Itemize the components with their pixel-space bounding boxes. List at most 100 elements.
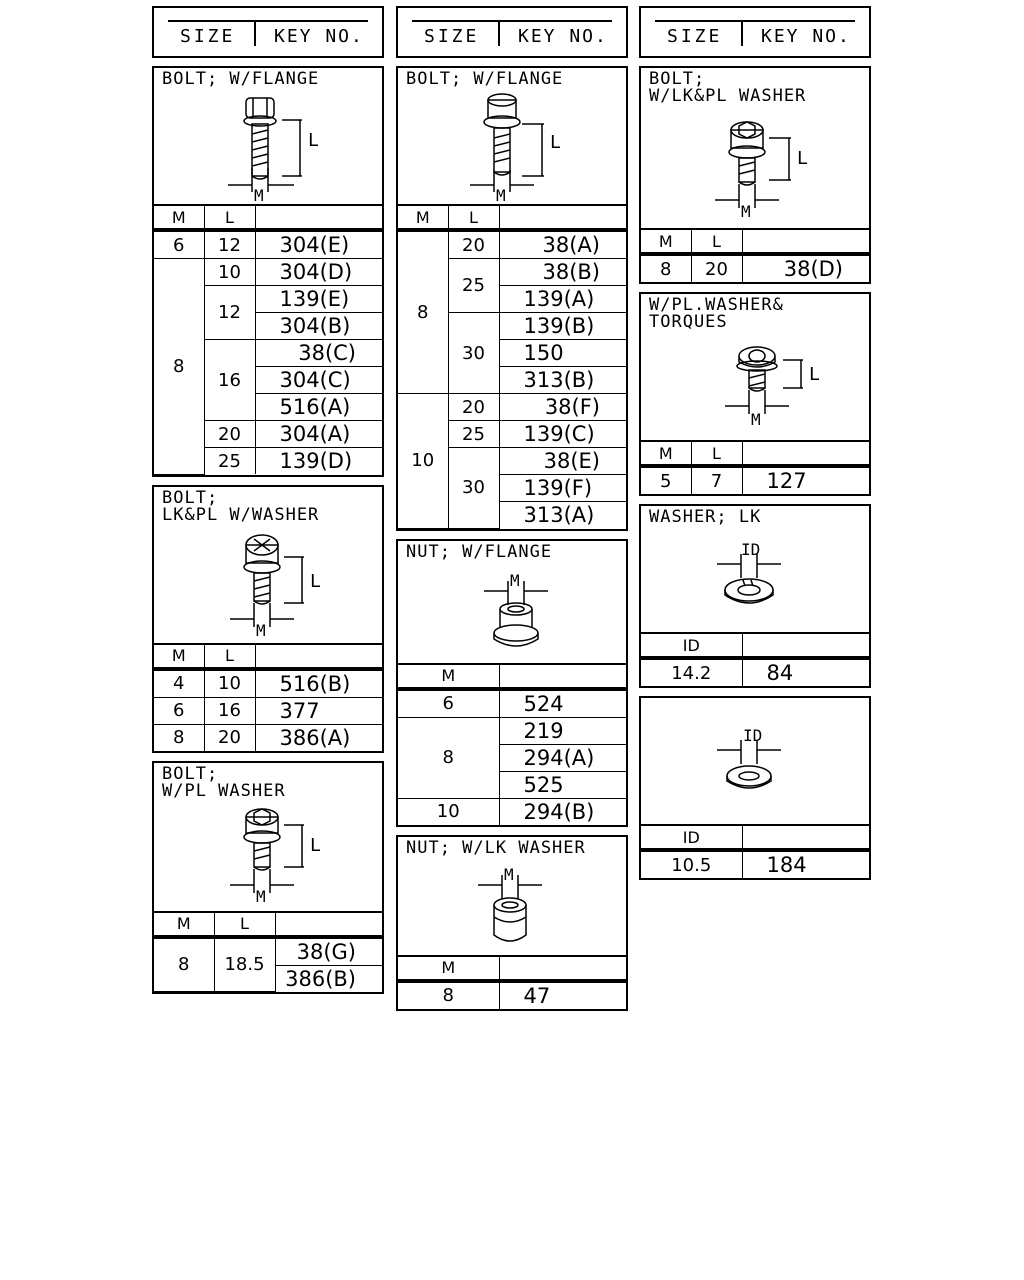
table-cell: 30 [448, 312, 500, 394]
table-cell: M [641, 230, 692, 256]
table-cell: 10.5 [641, 849, 743, 878]
table-cell: 25 [448, 420, 500, 448]
table-cell: 516(A) [255, 393, 382, 421]
table-cell: 313(B) [499, 366, 626, 394]
table-cell: 377 [254, 696, 382, 725]
table-cell: 10 [398, 393, 449, 529]
table-cell [741, 826, 869, 852]
table-cell: L [690, 230, 743, 256]
flange-bolt-icon [470, 93, 544, 192]
key-no-label: KEY NO. [274, 26, 364, 47]
size-key-header: SIZE KEY NO. [396, 6, 628, 58]
table-cell: ID [641, 826, 743, 852]
table-cell [254, 644, 382, 671]
table-cell: 139(D) [254, 447, 382, 474]
table-row: 294(A) [398, 743, 626, 772]
table-cell: 304(C) [255, 366, 382, 394]
table-cell: 386(B) [275, 964, 382, 992]
table-row: 313(A) [398, 501, 626, 528]
table-row: 516(A) [154, 393, 382, 421]
table-cell: 304(E) [254, 229, 382, 259]
nut-w-flange-illustration: NUT; W/FLANGE M [398, 541, 626, 665]
table-cell: 139(A) [499, 285, 626, 313]
table-cell: 8 [398, 229, 449, 394]
table-row: 139(A) [398, 285, 626, 313]
table-cell: 139(E) [254, 285, 382, 313]
nut-w-lk-washer-illustration: NUT; W/LK WASHER M [398, 837, 626, 957]
diameter-dim-label: M [254, 186, 264, 205]
w-pl-washer-torques-illustration: W/PL.WASHER& TORQUES L M [641, 294, 869, 442]
bolt-lk-pl-washer-illustration: BOLT; LK&PL W/WASHER L M [154, 487, 382, 645]
size-key-header: SIZE KEY NO. [639, 6, 871, 58]
hex-bolt-icon [230, 807, 304, 893]
table-cell: 38(B) [498, 258, 626, 286]
table-cell: 386(A) [254, 723, 382, 751]
table-cell: 38(G) [274, 936, 382, 966]
table-cell: 47 [498, 980, 626, 1009]
table-cell: 294(A) [499, 743, 626, 772]
table-cell: 8 [641, 253, 692, 282]
table-cell: 84 [741, 657, 869, 686]
bolt-w-pl-washer-illustration: BOLT; W/PL WASHER L M [154, 763, 382, 913]
table-cell: 8 [154, 936, 215, 992]
table-cell: M [641, 442, 692, 468]
table-cell: 127 [741, 465, 869, 494]
table-cell: 38(A) [498, 229, 626, 259]
table-row: 386(B) [154, 964, 382, 992]
table-cell [498, 206, 626, 232]
table-cell: 16 [203, 696, 256, 725]
torx-bolt-icon [725, 346, 803, 414]
table-cell: 20 [447, 229, 500, 259]
bolt-w-lk-pl-washer-illustration: BOLT; W/LK&PL WASHER L M [641, 68, 869, 230]
table-cell: 8 [154, 723, 205, 751]
table-cell: 525 [499, 770, 626, 799]
table-cell: 38(D) [741, 253, 869, 282]
size-label: SIZE [180, 26, 236, 47]
table-cell: 313(A) [499, 501, 626, 528]
bolt-w-flange-illustration: BOLT; W/FLANGE L M [398, 68, 626, 206]
table-cell: 14.2 [641, 657, 743, 686]
table-cell: 219 [498, 716, 626, 745]
table-cell: 304(D) [254, 258, 382, 286]
table-cell: 304(A) [254, 420, 382, 448]
table-cell: 38(E) [498, 447, 626, 475]
table-cell: 25 [448, 258, 500, 313]
table-cell: 304(B) [255, 312, 382, 340]
table-cell: 524 [498, 688, 626, 718]
table-cell: M [398, 664, 500, 691]
table-cell: 150 [499, 339, 626, 367]
table-cell: 6 [154, 229, 205, 259]
table-cell: 139(B) [498, 312, 626, 340]
bolt-w-pl-washer-panel: BOLT; W/PL WASHER L M [152, 760, 384, 994]
table-cell [741, 230, 869, 256]
table-cell: M [154, 912, 215, 939]
bolt-lk-pl-washer-panel: BOLT; LK&PL W/WASHER L M [152, 484, 384, 753]
table-cell: 6 [398, 688, 500, 718]
table-cell [498, 664, 626, 691]
table-cell: 30 [448, 447, 500, 529]
table-cell [274, 912, 382, 939]
